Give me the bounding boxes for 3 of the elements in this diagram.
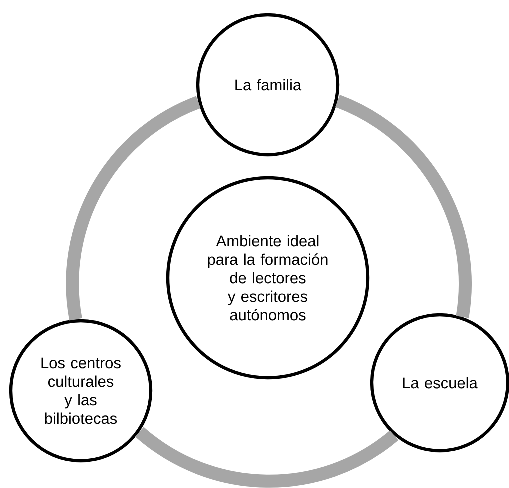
ring-arc	[136, 426, 398, 488]
ring-arc	[66, 96, 202, 320]
ring-arc	[335, 95, 472, 318]
